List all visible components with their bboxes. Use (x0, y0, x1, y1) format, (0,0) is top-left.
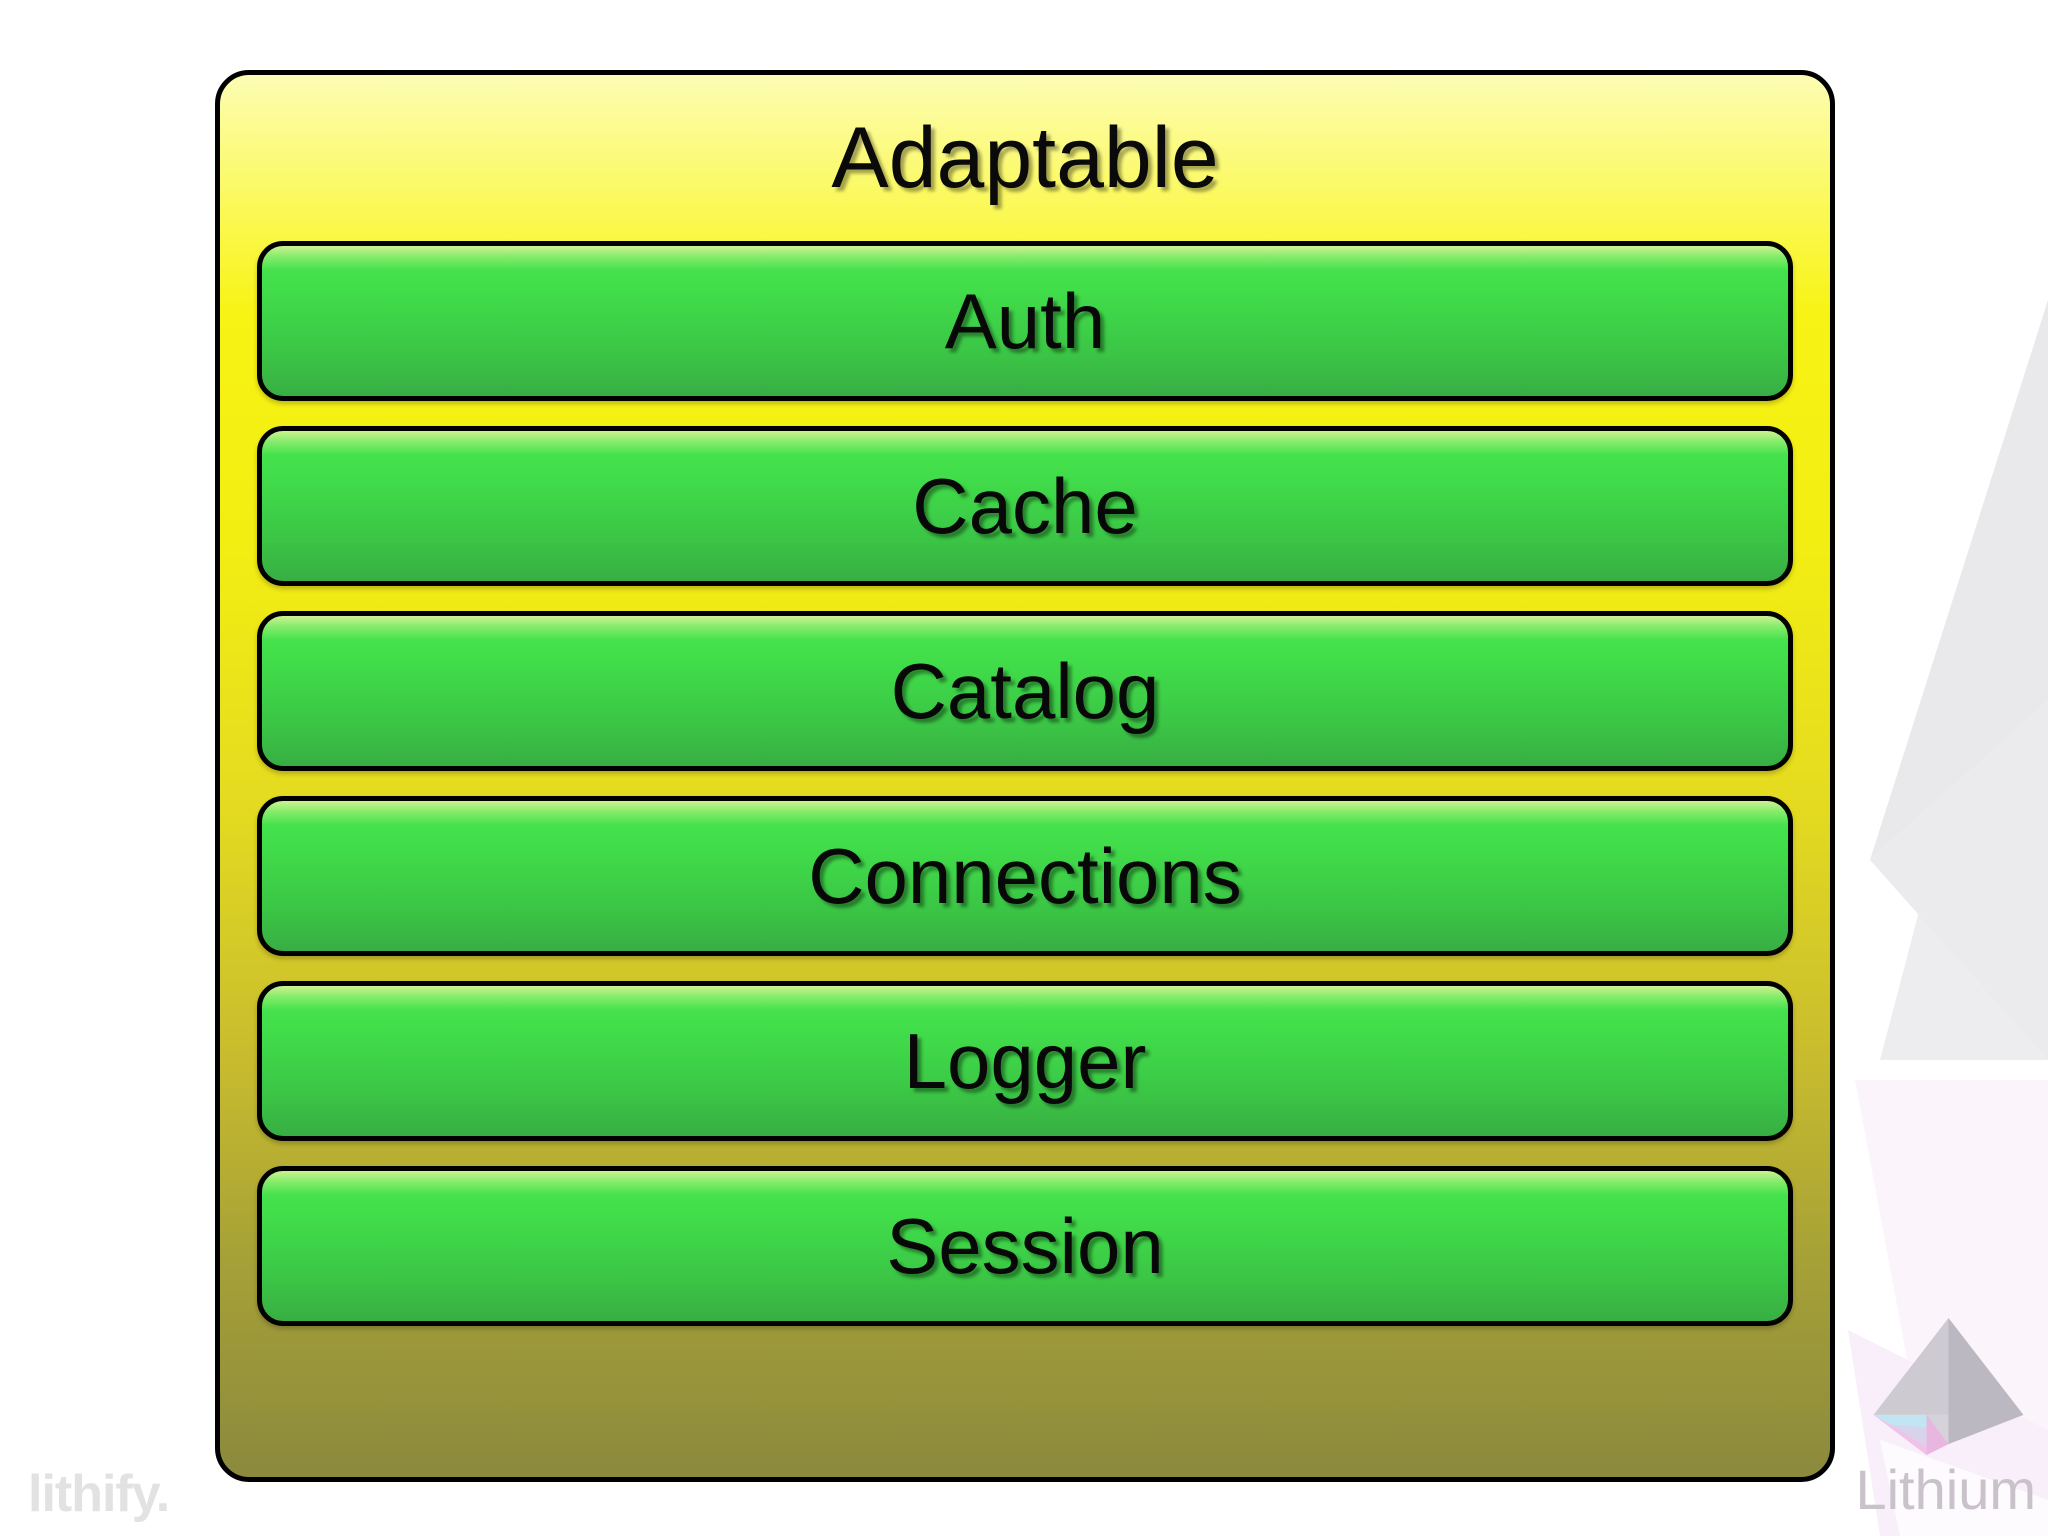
diagram-title: Adaptable (831, 110, 1219, 206)
component-label: Logger (903, 1016, 1147, 1105)
component-box-logger[interactable]: Logger (257, 981, 1793, 1141)
lithium-pyramid-logo-icon (1873, 1317, 2024, 1456)
component-label: Auth (944, 276, 1106, 365)
component-box-session[interactable]: Session (257, 1166, 1793, 1326)
pyramid-left-face (1873, 1317, 1949, 1415)
component-label: Session (886, 1201, 1164, 1290)
pyramid-right-face (1948, 1317, 2024, 1445)
component-list: Auth Cache Catalog Connections Logger Se… (220, 241, 1830, 1477)
component-label: Connections (808, 831, 1242, 920)
component-box-catalog[interactable]: Catalog (257, 611, 1793, 771)
component-box-auth[interactable]: Auth (257, 241, 1793, 401)
component-box-cache[interactable]: Cache (257, 426, 1793, 586)
watermark-lithium: Lithium (1855, 1307, 2042, 1522)
component-label: Cache (912, 461, 1138, 550)
adaptable-container: Adaptable Auth Cache Catalog Connections… (215, 70, 1835, 1482)
component-label: Catalog (890, 646, 1160, 735)
watermark-lithify: lithify. (28, 1465, 170, 1523)
lithium-wordmark: Lithium (1855, 1458, 2036, 1521)
component-box-connections[interactable]: Connections (257, 796, 1793, 956)
